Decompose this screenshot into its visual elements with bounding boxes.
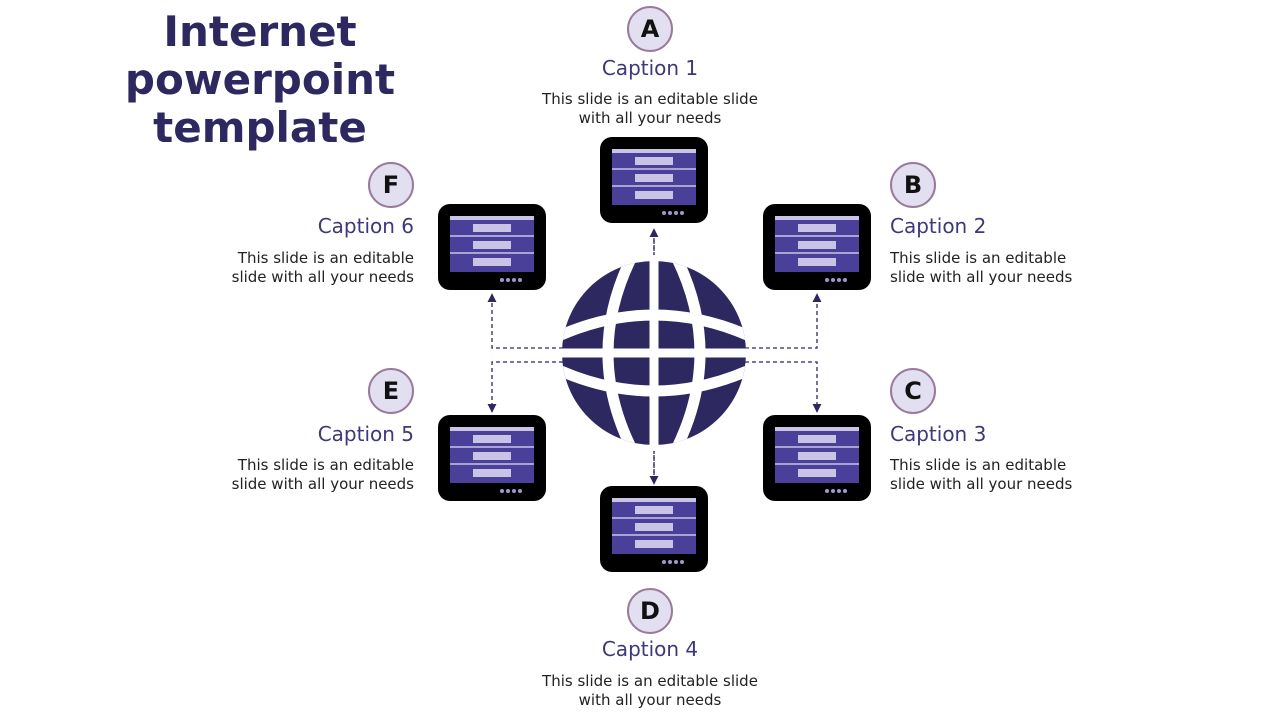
description-1: This slide is an editable slide with all…: [542, 90, 758, 127]
description-3: This slide is an editable slide with all…: [890, 456, 1073, 493]
caption-4: Caption 4: [601, 637, 699, 661]
description-6: This slide is an editable slide with all…: [231, 249, 414, 286]
badge-a: A: [627, 6, 673, 52]
connector-lower-left: [487, 361, 654, 413]
badge-b: B: [890, 162, 936, 208]
connector-upper-left: [487, 293, 654, 349]
tablet-icon: [600, 137, 708, 223]
description-2: This slide is an editable slide with all…: [890, 249, 1073, 286]
connector-upper-right: [654, 293, 822, 349]
tablet-icon: [438, 204, 546, 290]
globe-icon: [556, 255, 752, 451]
caption-5: Caption 5: [317, 422, 414, 446]
description-4: This slide is an editable slide with all…: [542, 672, 758, 709]
tablet-icon: [438, 415, 546, 501]
caption-2: Caption 2: [890, 214, 987, 238]
caption-6: Caption 6: [317, 214, 414, 238]
description-5: This slide is an editable slide with all…: [231, 456, 414, 493]
badge-f: F: [368, 162, 414, 208]
tablet-icon: [763, 204, 871, 290]
tablet-icon: [763, 415, 871, 501]
connector-lower-right: [654, 361, 822, 413]
caption-3: Caption 3: [890, 422, 987, 446]
badge-d: D: [627, 588, 673, 634]
page-title: Internet powerpoint template: [124, 7, 396, 152]
caption-1: Caption 1: [601, 56, 699, 80]
badge-c: C: [890, 368, 936, 414]
badge-e: E: [368, 368, 414, 414]
tablet-icon: [600, 486, 708, 572]
